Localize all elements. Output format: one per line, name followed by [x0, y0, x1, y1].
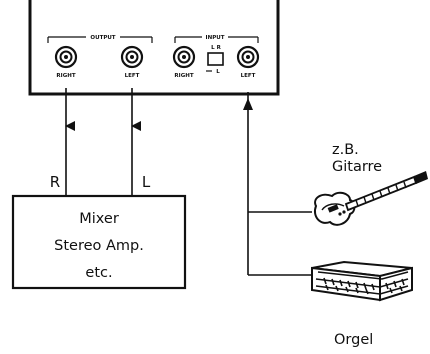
- jack-input-left-label: LEFT: [241, 73, 256, 79]
- jack-output-right: RIGHT: [54, 45, 78, 79]
- guitar-label-line-2: Gitarre: [332, 159, 382, 175]
- jack-output-left: LEFT: [120, 45, 144, 79]
- jack-output-right-label: RIGHT: [56, 73, 75, 79]
- mixer-box: Mixer Stereo Amp. etc.: [11, 194, 187, 290]
- mode-switch-top-label: L R: [211, 45, 221, 51]
- guitar-label-line-1: z.B.: [332, 142, 359, 158]
- mixer-line-2: Stereo Amp.: [54, 238, 144, 254]
- input-section-bracket: INPUT: [174, 35, 259, 43]
- guitar-icon: [314, 171, 428, 226]
- organ-label: Orgel: [334, 332, 373, 348]
- jack-input-right-label: RIGHT: [174, 73, 193, 79]
- jack-output-left-label: LEFT: [125, 73, 140, 79]
- mode-switch-bottom-label: L: [216, 69, 220, 75]
- mode-switch: L R L: [206, 45, 224, 75]
- mixer-line-3: etc.: [85, 265, 112, 281]
- jack-input-left: LEFT: [236, 45, 260, 79]
- device-panel: [28, 0, 280, 96]
- organ-icon: [311, 260, 413, 302]
- jack-input-right: RIGHT: [172, 45, 196, 79]
- mixer-line-1: Mixer: [79, 211, 119, 227]
- output-label: OUTPUT: [90, 35, 115, 41]
- cable-input: [243, 92, 312, 276]
- signal-label-left: L: [142, 173, 151, 191]
- input-label: INPUT: [206, 35, 225, 41]
- output-section-bracket: OUTPUT: [47, 35, 153, 43]
- signal-label-right: R: [50, 173, 60, 191]
